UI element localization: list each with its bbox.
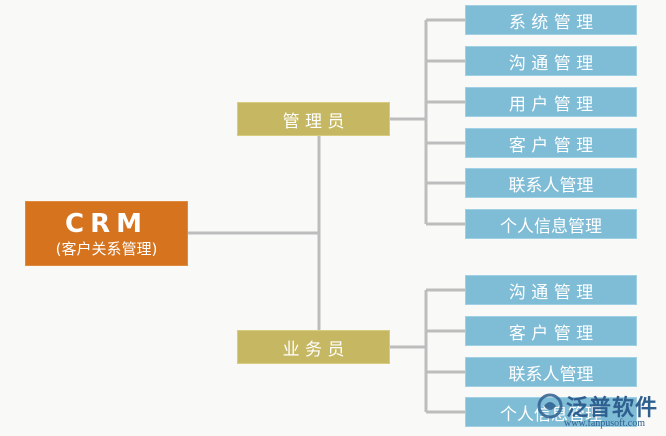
brand-watermark: 泛普软件 www.fanpusoft.com [536, 388, 666, 436]
brand-url: www.fanpusoft.com [564, 418, 646, 429]
sales-leaf-communication: 沟 通 管 理 [465, 275, 637, 305]
admin-leaf-contact-mgmt: 联系人管理 [465, 168, 637, 198]
role-node-admin: 管 理 员 [237, 102, 390, 136]
role-node-salesperson: 业 务 员 [237, 330, 390, 364]
admin-leaf-customer-mgmt: 客 户 管 理 [465, 128, 637, 158]
admin-leaf-personal-info: 个人信息管理 [465, 209, 637, 239]
sales-leaf-personal-info: 个人信息管理 [465, 397, 637, 427]
sales-leaf-contact-mgmt: 联系人管理 [465, 357, 637, 387]
crm-root-node: CRM (客户关系管理) [25, 201, 188, 266]
admin-leaf-communication: 沟 通 管 理 [465, 46, 637, 76]
admin-leaf-user-mgmt: 用 户 管 理 [465, 87, 637, 117]
sales-leaf-customer-mgmt: 客 户 管 理 [465, 316, 637, 346]
brand-logo-icon [537, 393, 563, 419]
root-title: CRM [65, 208, 148, 239]
admin-leaf-system-mgmt: 系 统 管 理 [465, 5, 637, 35]
root-subtitle: (客户关系管理) [55, 239, 158, 258]
brand-name: 泛普软件 [566, 396, 659, 421]
